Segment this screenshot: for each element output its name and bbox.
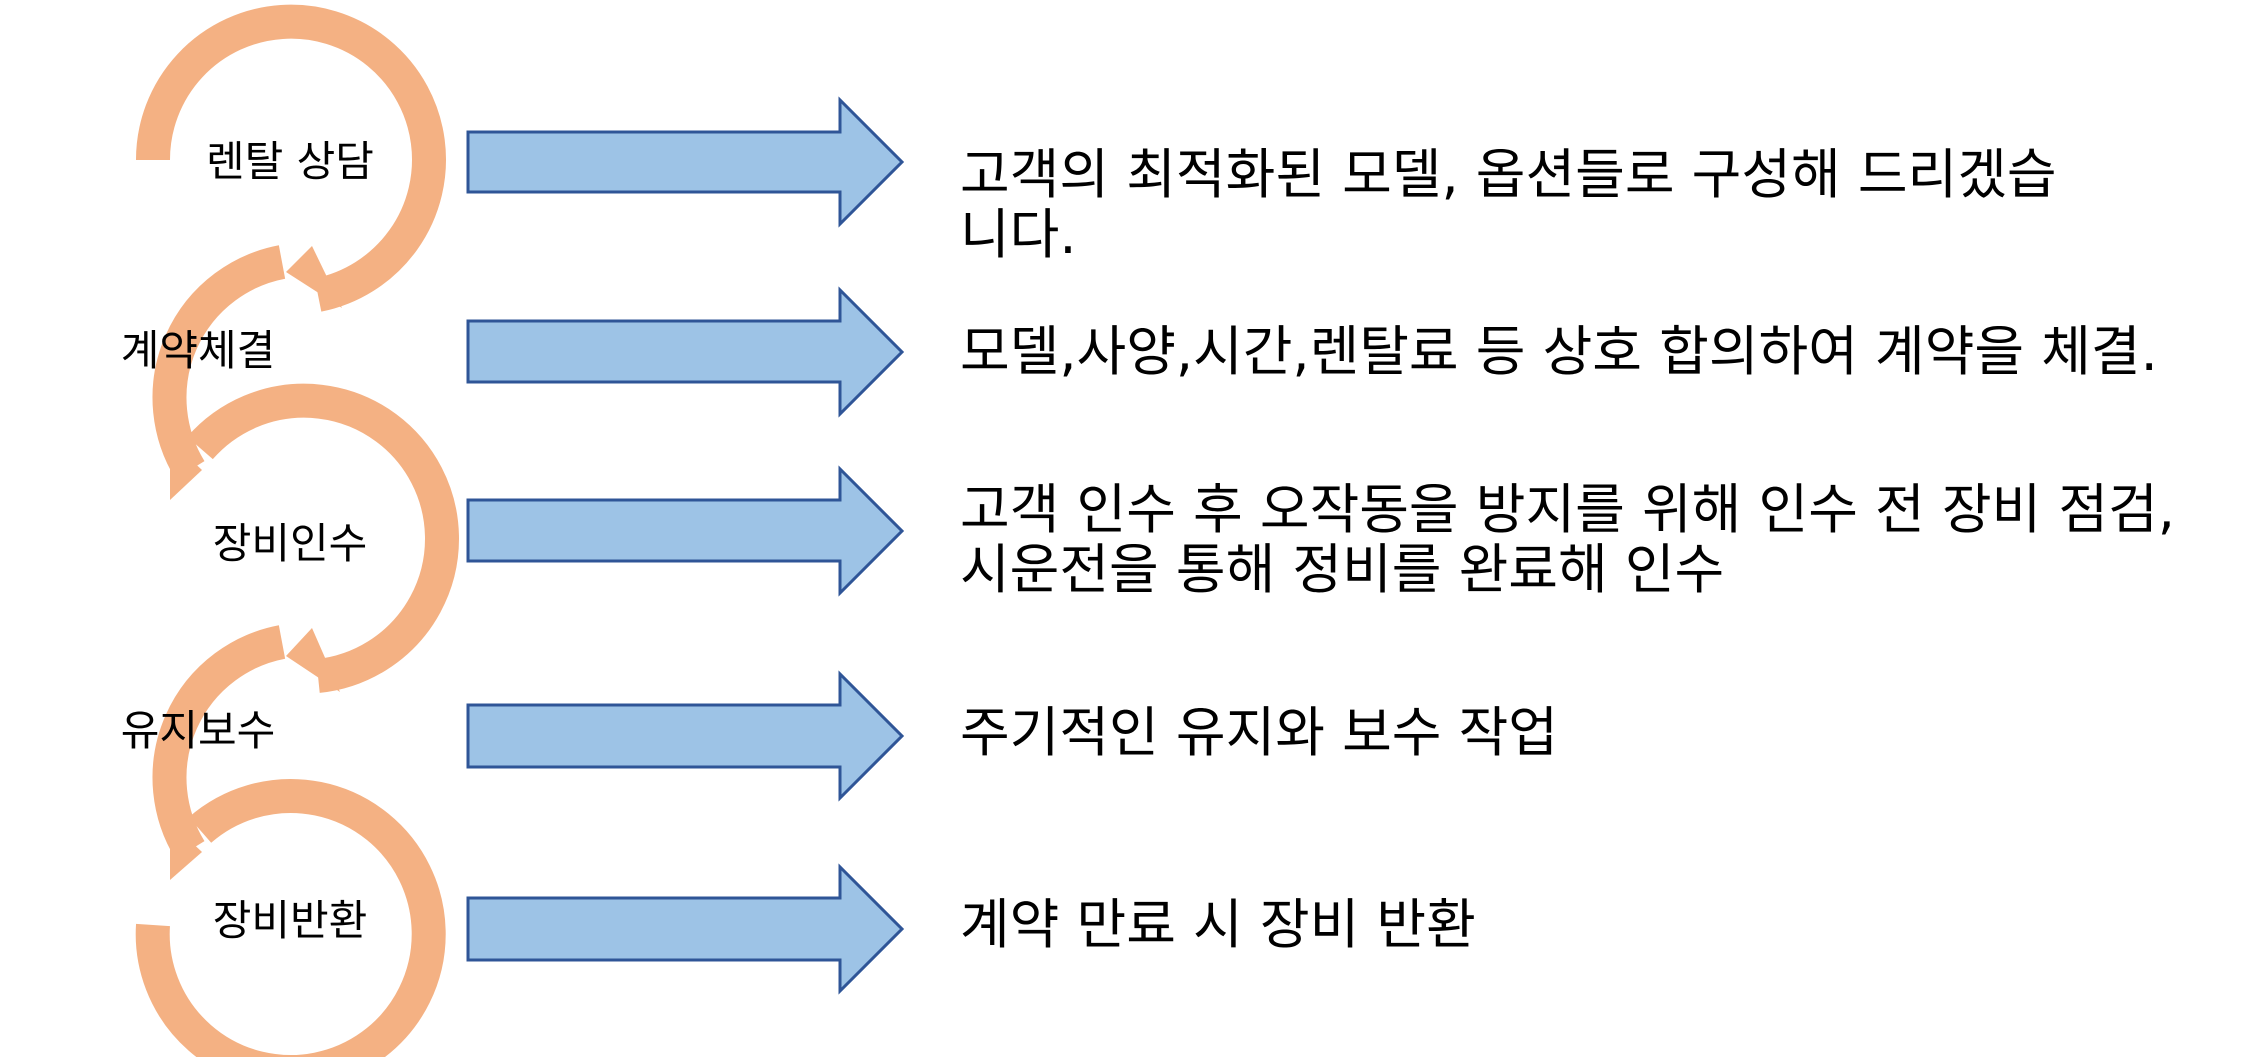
- description-line: 시운전을 통해 정비를 완료해 인수: [960, 538, 1725, 601]
- cycle-arc-1: [135, 4, 446, 312]
- step-arrow-1: [466, 96, 905, 228]
- description-line: 고객 인수 후 오작동을 방지를 위해 인수 전 장비 점검,: [960, 478, 2175, 541]
- step-label-2: 계약체결: [121, 326, 276, 375]
- description-line: 주기적인 유지와 보수 작업: [960, 701, 1558, 764]
- cycle-arc-3: [187, 383, 459, 693]
- step-label-3: 장비인수: [213, 519, 368, 568]
- step-description-4: 주기적인 유지와 보수 작업: [960, 703, 2230, 763]
- step-arrow-2: [466, 286, 905, 418]
- step-description-2: 모델,사양,시간,렌탈료 등 상호 합의하여 계약을 체결.: [960, 322, 2230, 382]
- cycle-arc-2: [152, 245, 286, 500]
- description-line: 모델,사양,시간,렌탈료 등 상호 합의하여 계약을 체결.: [960, 320, 2158, 383]
- cycle-arc-5: [135, 779, 446, 1057]
- step-arrow-5: [466, 863, 905, 995]
- step-label-5: 장비반환: [213, 896, 368, 945]
- step-label-4: 유지보수: [121, 706, 276, 755]
- description-line: 니다.: [960, 203, 1077, 266]
- step-description-1: 고객의 최적화된 모델, 옵션들로 구성해 드리겠습 니다.: [960, 145, 2230, 265]
- step-arrow-4: [466, 670, 905, 802]
- cycle-arc-4: [152, 625, 286, 880]
- description-line: 계약 만료 시 장비 반환: [960, 893, 1476, 956]
- step-arrow-3: [466, 465, 905, 597]
- step-label-1: 렌탈 상담: [206, 137, 374, 186]
- description-line: 고객의 최적화된 모델, 옵션들로 구성해 드리겠습: [960, 143, 2057, 206]
- step-description-3: 고객 인수 후 오작동을 방지를 위해 인수 전 장비 점검, 시운전을 통해 …: [960, 480, 2230, 600]
- step-description-5: 계약 만료 시 장비 반환: [960, 895, 2230, 955]
